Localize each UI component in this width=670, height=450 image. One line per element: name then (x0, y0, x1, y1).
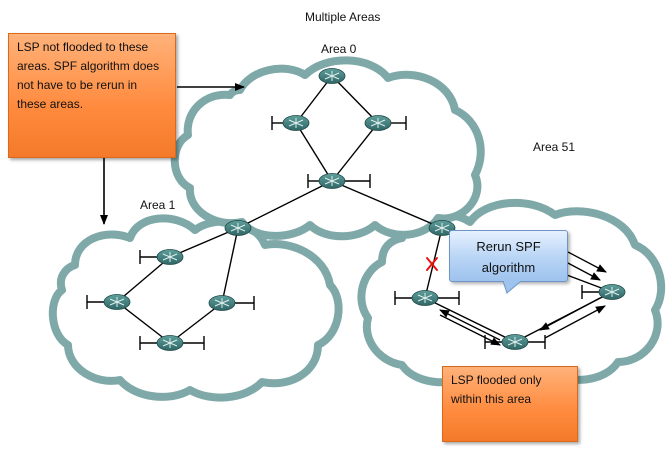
area-51-label: Area 51 (533, 140, 576, 154)
router (224, 220, 252, 236)
router (318, 68, 346, 84)
router (484, 334, 546, 350)
router (139, 335, 205, 351)
rerun-spf-bubble: Rerun SPF algorithm (449, 230, 568, 282)
rerun-spf-bubble-tail (503, 281, 522, 294)
area-51-cloud (357, 198, 666, 387)
area-1-label: Area 1 (140, 198, 176, 212)
lsp-flooded-only-callout: LSP flooded only within this area (442, 366, 578, 442)
router (208, 295, 255, 311)
lsp-flood-arrows (439, 251, 607, 346)
router (364, 115, 407, 131)
router (428, 220, 456, 236)
router (271, 115, 310, 131)
router (394, 290, 460, 306)
diagram-title: Multiple Areas (305, 10, 381, 24)
lsp-not-flooded-callout: LSP not flooded to these areas. SPF algo… (8, 33, 176, 158)
area-0-cloud (170, 56, 485, 241)
router (139, 249, 184, 265)
area-1-cloud (48, 214, 343, 402)
router (86, 294, 131, 310)
link-failure-x-icon (426, 257, 438, 271)
router (581, 284, 626, 300)
router (307, 173, 371, 189)
area-0-label: Area 0 (321, 42, 357, 56)
callout-arrows (100, 83, 245, 225)
